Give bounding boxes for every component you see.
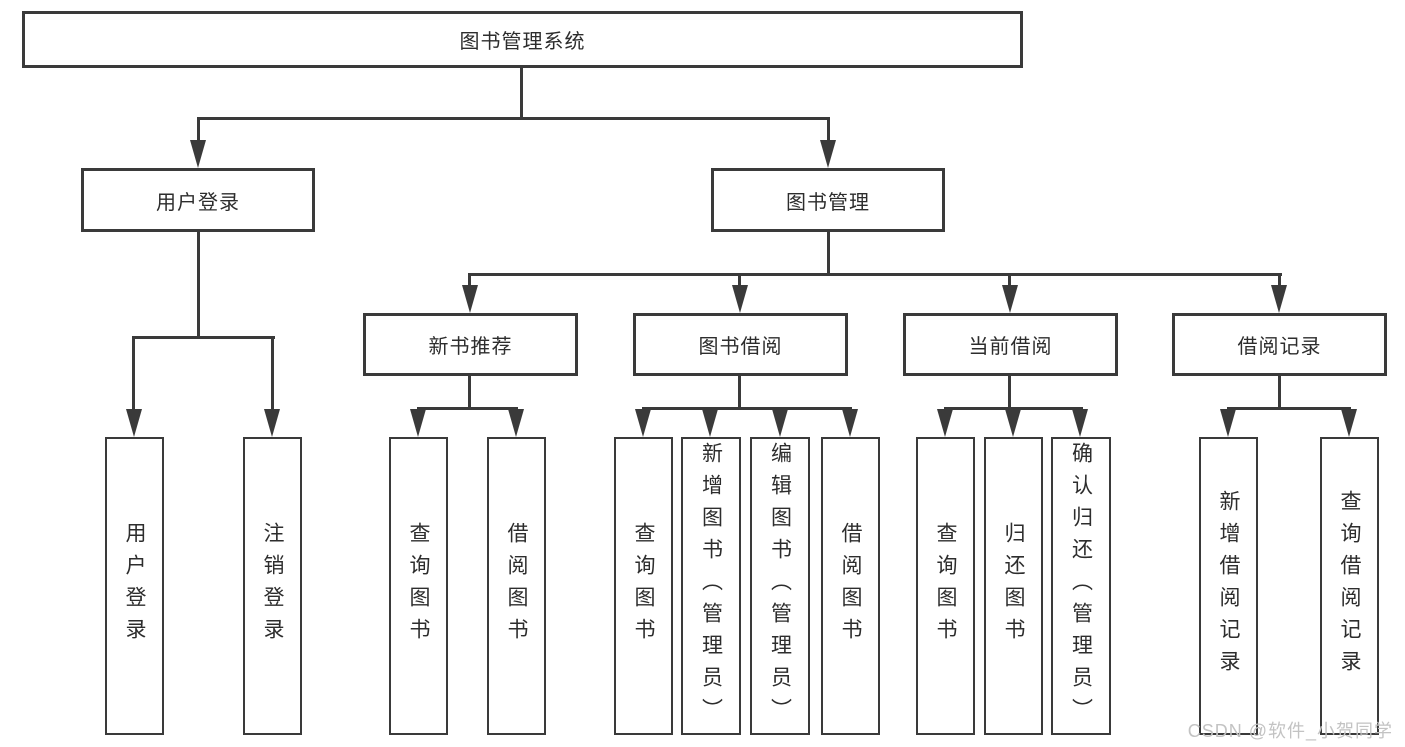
leaf-query-books-2-label: 查询图书 (632, 522, 655, 650)
leaf-query-books: 查询图书 (389, 437, 448, 735)
arrowhead-down-icon (190, 140, 206, 168)
leaf-borrow-books: 借阅图书 (487, 437, 546, 735)
node-current-borrow-label: 当前借阅 (968, 336, 1053, 358)
arrowhead-down-icon (702, 409, 718, 437)
node-user-login: 用户登录 (81, 168, 315, 232)
arrowhead-down-icon (1271, 285, 1287, 313)
connector-line (827, 232, 830, 276)
arrowhead-down-icon (1341, 409, 1357, 437)
node-root: 图书管理系统 (22, 11, 1023, 68)
arrowhead-down-icon (1002, 285, 1018, 313)
leaf-query-books-3: 查询图书 (916, 437, 975, 735)
leaf-borrow-books-label: 借阅图书 (505, 522, 528, 650)
arrowhead-down-icon (462, 285, 478, 313)
leaf-query-books-3-label: 查询图书 (934, 522, 957, 650)
node-book-management-label: 图书管理 (786, 191, 870, 214)
arrowhead-down-icon (126, 409, 142, 437)
leaf-query-books-label: 查询图书 (407, 522, 430, 650)
leaf-query-borrow-record: 查询借阅记录 (1320, 437, 1379, 735)
node-root-label: 图书管理系统 (459, 31, 586, 53)
connector-line (197, 232, 200, 339)
leaf-add-books-admin-label: 新增图书（管理员） (699, 442, 723, 730)
arrowhead-down-icon (842, 409, 858, 437)
connector-line (827, 117, 830, 144)
leaf-confirm-return-admin-label: 确认归还（管理员） (1069, 442, 1093, 730)
leaf-query-books-2: 查询图书 (614, 437, 673, 735)
watermark: CSDN @软件_小贺同学 (1187, 721, 1393, 741)
connector-line (642, 407, 852, 410)
arrowhead-down-icon (635, 409, 651, 437)
connector-line (738, 273, 741, 289)
node-new-book-recommend: 新书推荐 (363, 313, 578, 376)
arrowhead-down-icon (937, 409, 953, 437)
leaf-edit-books-admin-label: 编辑图书（管理员） (768, 442, 792, 730)
leaf-borrow-books-2: 借阅图书 (821, 437, 880, 735)
node-new-book-recommend-label: 新书推荐 (428, 336, 513, 358)
leaf-user-login-label: 用户登录 (123, 522, 146, 650)
connector-line (1227, 407, 1351, 410)
node-book-borrow: 图书借阅 (633, 313, 848, 376)
arrowhead-down-icon (1005, 409, 1021, 437)
leaf-add-books-admin: 新增图书（管理员） (681, 437, 741, 735)
arrowhead-down-icon (772, 409, 788, 437)
connector-line (1008, 376, 1011, 410)
arrowhead-down-icon (264, 409, 280, 437)
connector-line (417, 407, 518, 410)
arrowhead-down-icon (1072, 409, 1088, 437)
connector-line (271, 336, 274, 412)
leaf-return-books-label: 归还图书 (1002, 522, 1025, 650)
node-book-borrow-label: 图书借阅 (698, 336, 783, 358)
connector-line (468, 376, 471, 410)
leaf-add-borrow-record: 新增借阅记录 (1199, 437, 1258, 735)
node-user-login-label: 用户登录 (156, 191, 240, 214)
leaf-query-borrow-record-label: 查询借阅记录 (1338, 490, 1361, 682)
leaf-edit-books-admin: 编辑图书（管理员） (750, 437, 810, 735)
connector-line (132, 336, 275, 339)
connector-line (197, 117, 830, 120)
leaf-return-books: 归还图书 (984, 437, 1043, 735)
leaf-user-login: 用户登录 (105, 437, 164, 735)
leaf-add-borrow-record-label: 新增借阅记录 (1217, 490, 1240, 682)
connector-line (197, 117, 200, 144)
connector-line (520, 68, 523, 117)
connector-line (1008, 273, 1011, 289)
leaf-logout-label: 注销登录 (261, 522, 284, 650)
arrowhead-down-icon (508, 409, 524, 437)
connector-line (468, 273, 471, 289)
node-borrow-records: 借阅记录 (1172, 313, 1387, 376)
leaf-confirm-return-admin: 确认归还（管理员） (1051, 437, 1111, 735)
connector-line (132, 336, 135, 412)
leaf-logout: 注销登录 (243, 437, 302, 735)
arrowhead-down-icon (410, 409, 426, 437)
connector-line (468, 273, 1282, 276)
node-current-borrow: 当前借阅 (903, 313, 1118, 376)
connector-line (1278, 273, 1281, 289)
connector-line (1278, 376, 1281, 410)
node-book-management: 图书管理 (711, 168, 945, 232)
leaf-borrow-books-2-label: 借阅图书 (839, 522, 862, 650)
connector-line (738, 376, 741, 410)
arrowhead-down-icon (732, 285, 748, 313)
node-borrow-records-label: 借阅记录 (1237, 336, 1322, 358)
arrowhead-down-icon (820, 140, 836, 168)
arrowhead-down-icon (1220, 409, 1236, 437)
